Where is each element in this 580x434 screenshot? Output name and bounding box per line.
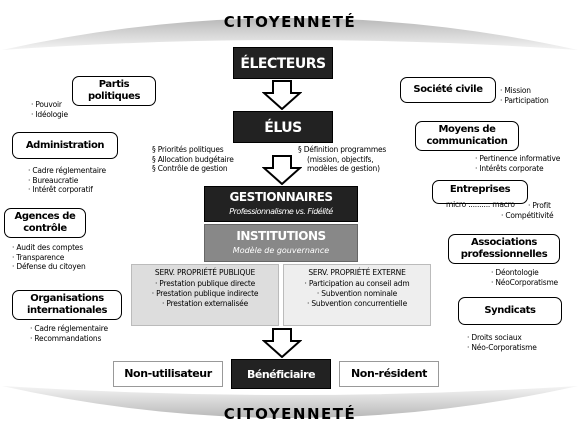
partis-item: · Idéologie bbox=[31, 109, 68, 119]
partis-politiques-list: · Pouvoir · Idéologie bbox=[31, 100, 68, 119]
elus-right-item: § Définition programmes bbox=[298, 145, 387, 154]
serv-propriete-externe-box: SERV. PROPRIÉTÉ EXTERNE · Participation … bbox=[283, 264, 431, 326]
associations-professionnelles-box: Associations professionnelles bbox=[448, 234, 560, 264]
serv-publique-item: · Prestation publique indirecte bbox=[151, 289, 259, 298]
gestionnaires-title: GESTIONNAIRES bbox=[229, 190, 333, 204]
arrow-down-icon bbox=[262, 155, 302, 185]
administration-item: · Bureaucratie bbox=[28, 175, 79, 185]
serv-externe-item: · Participation au conseil adm bbox=[304, 279, 410, 288]
non-utilisateur-box: Non-utilisateur bbox=[113, 361, 223, 387]
serv-propriete-publique-box: SERV. PROPRIÉTÉ PUBLIQUE · Prestation pu… bbox=[131, 264, 279, 326]
entreprises-list: · Profit · Compétitivité bbox=[501, 201, 554, 220]
agences-item: · Audit des comptes bbox=[12, 243, 83, 252]
serv-externe-title: SERV. PROPRIÉTÉ EXTERNE bbox=[308, 268, 406, 277]
administration-list: · Cadre réglementaire · Bureaucratie · I… bbox=[28, 166, 106, 195]
gestionnaires-subtitle: Professionnalisme vs. Fidélité bbox=[229, 207, 333, 216]
entreprises-box: Entreprises bbox=[432, 180, 528, 204]
organisations-internationales-box: Organisations internationales bbox=[12, 290, 122, 320]
citoyennete-bottom: CITOYENNETÉ bbox=[223, 405, 357, 423]
non-resident-box: Non-résident bbox=[339, 361, 439, 387]
gestionnaires-box: GESTIONNAIRES Professionnalisme vs. Fidé… bbox=[204, 186, 358, 222]
elus-box: ÉLUS bbox=[233, 111, 333, 143]
elus-left-item: § Allocation budgétaire bbox=[152, 154, 234, 164]
institutions-title: INSTITUTIONS bbox=[236, 229, 326, 243]
beneficiaire-box: Bénéficiaire bbox=[231, 359, 331, 389]
partis-politiques-box: Partis politiques bbox=[72, 76, 156, 106]
syndicats-list: · Droits sociaux · Néo-Corporatisme bbox=[467, 333, 537, 352]
entreprises-item: · Profit bbox=[528, 201, 551, 210]
entreprises-scale-dots: .......... bbox=[468, 200, 491, 209]
administration-box: Administration bbox=[12, 132, 118, 159]
entreprises-scale-micro: micro bbox=[446, 200, 467, 209]
arrow-down-icon bbox=[262, 80, 302, 110]
institutions-subtitle: Modèle de gouvernance bbox=[232, 246, 330, 255]
elus-left-list: § Priorités politiques § Allocation budg… bbox=[152, 145, 234, 174]
entreprises-scale-macro: macro bbox=[492, 200, 515, 209]
entreprises-title: Entreprises bbox=[449, 184, 511, 195]
serv-publique-item: · Prestation externalisée bbox=[162, 299, 248, 308]
serv-publique-item: · Prestation publique directe bbox=[154, 279, 256, 288]
bottom-arc bbox=[2, 386, 578, 418]
elus-right-item: (mission, objectifs, bbox=[307, 154, 374, 164]
elus-right-item: modèles de gestion) bbox=[307, 164, 380, 173]
associations-list: · Déontologie · NéoCorporatisme bbox=[491, 268, 558, 287]
organisations-item: · Recommandations bbox=[30, 333, 102, 343]
syndicats-box: Syndicats bbox=[458, 297, 562, 325]
citoyennete-top: CITOYENNETÉ bbox=[223, 13, 357, 31]
electeurs-box: ÉLECTEURS bbox=[233, 47, 333, 79]
serv-publique-title: SERV. PROPRIÉTÉ PUBLIQUE bbox=[154, 268, 256, 277]
agences-controle-list: · Audit des comptes · Transparence · Déf… bbox=[12, 243, 86, 272]
moyens-item: · Intérêts corporate bbox=[475, 163, 544, 173]
partis-item: · Pouvoir bbox=[31, 100, 62, 109]
moyens-communication-list: · Pertinence informative · Intérêts corp… bbox=[475, 154, 560, 173]
syndicats-item: · Néo-Corporatisme bbox=[467, 342, 537, 352]
associations-item: · NéoCorporatisme bbox=[491, 277, 558, 287]
moyens-item: · Pertinence informative bbox=[475, 154, 561, 163]
syndicats-item: · Droits sociaux bbox=[467, 333, 522, 342]
top-arc bbox=[2, 18, 578, 50]
administration-item: · Intérêt corporatif bbox=[28, 185, 93, 194]
elus-left-item: § Priorités politiques bbox=[152, 145, 224, 154]
elus-right-list: § Définition programmes (mission, object… bbox=[298, 145, 386, 174]
administration-item: · Cadre réglementaire bbox=[28, 166, 106, 175]
entreprises-item: · Compétitivité bbox=[501, 210, 554, 220]
serv-externe-item: · Subvention nominale bbox=[316, 289, 398, 298]
associations-item: · Déontologie bbox=[491, 268, 539, 277]
agences-item: · Défense du citoyen bbox=[12, 262, 86, 271]
agences-controle-box: Agences de contrôle bbox=[4, 208, 86, 238]
societe-item: · Participation bbox=[500, 95, 549, 105]
entreprises-scale: micro .......... macro bbox=[446, 200, 515, 210]
institutions-box: INSTITUTIONS Modèle de gouvernance bbox=[204, 224, 358, 262]
arrow-down-icon bbox=[262, 328, 302, 358]
organisations-item: · Cadre réglementaire bbox=[30, 324, 108, 333]
societe-item: · Mission bbox=[500, 86, 531, 95]
organisations-list: · Cadre réglementaire · Recommandations bbox=[30, 324, 108, 343]
moyens-communication-box: Moyens de communication bbox=[415, 121, 519, 151]
elus-left-item: § Contrôle de gestion bbox=[152, 164, 228, 173]
serv-externe-item: · Subvention concurrentielle bbox=[306, 299, 407, 308]
societe-civile-list: · Mission · Participation bbox=[500, 86, 549, 105]
agences-item: · Transparence bbox=[12, 252, 65, 262]
societe-civile-box: Société civile bbox=[400, 77, 496, 103]
